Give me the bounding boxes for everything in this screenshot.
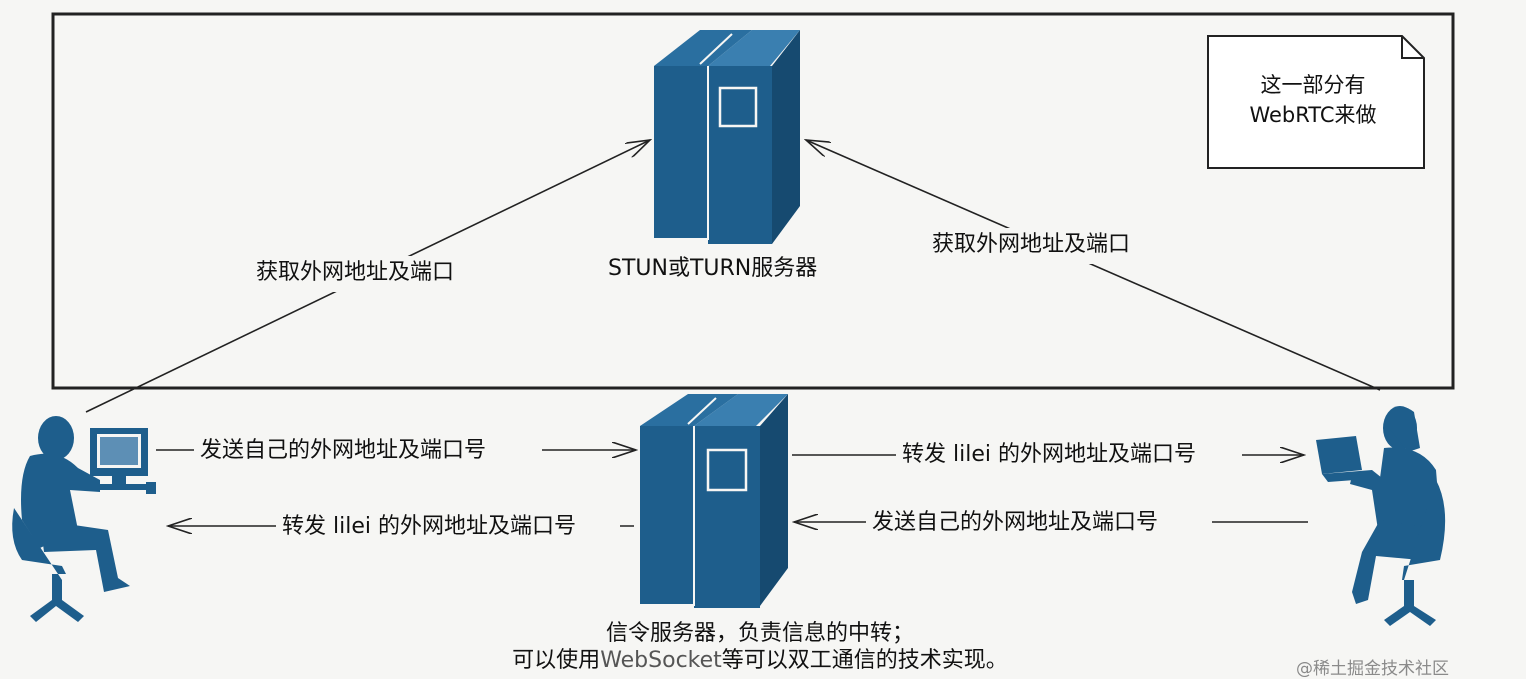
right-user-icon: [1316, 406, 1446, 626]
left-user-icon: [12, 416, 156, 622]
caption-websocket: WebSocket: [600, 648, 722, 673]
caption-suffix: 等可以双工通信的技术实现。: [721, 648, 1008, 673]
signaling-server-icon: [640, 394, 788, 608]
left-get-address-label: 获取外网地址及端口: [256, 260, 455, 285]
right-send-own-label: 发送自己的外网地址及端口号: [872, 510, 1159, 535]
webrtc-frame: [51, 12, 1455, 390]
right-forward-label: 转发 lilei 的外网地址及端口号: [902, 442, 1196, 467]
signaling-caption-line-2: 可以使用WebSocket等可以双工通信的技术实现。: [380, 647, 1140, 674]
note-text: 这一部分有 WebRTC来做: [1212, 70, 1414, 130]
caption-prefix: 可以使用: [512, 648, 601, 673]
note-box: [1207, 35, 1425, 169]
right-get-address-arrow: [806, 140, 1381, 391]
signaling-caption: 信令服务器，负责信息的中转； 可以使用WebSocket等可以双工通信的技术实现…: [380, 620, 1140, 674]
left-send-own-label: 发送自己的外网地址及端口号: [200, 438, 487, 463]
watermark: @稀土掘金技术社区: [1296, 659, 1449, 679]
stun-server-label: STUN或TURN服务器: [608, 256, 818, 281]
note-line-2: WebRTC来做: [1249, 103, 1377, 127]
right-get-address-label: 获取外网地址及端口: [932, 232, 1131, 257]
note-line-1: 这一部分有: [1260, 73, 1366, 97]
left-forward-label: 转发 lilei 的外网地址及端口号: [282, 514, 576, 539]
stun-server-icon: [654, 30, 800, 244]
signaling-caption-line-1: 信令服务器，负责信息的中转；: [605, 621, 914, 646]
